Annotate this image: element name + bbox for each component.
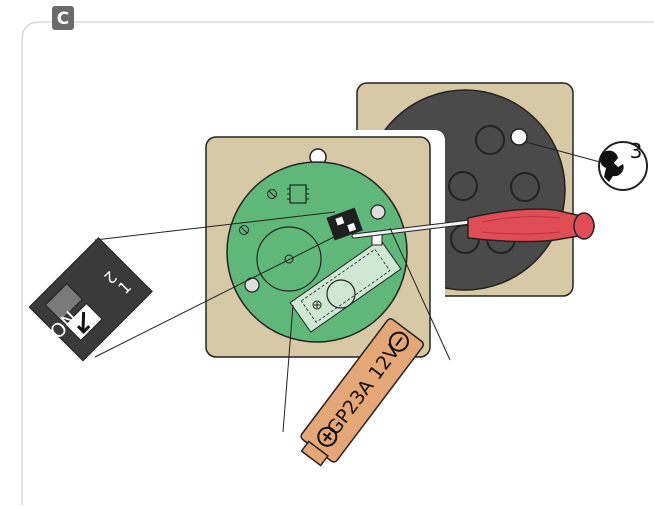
panel-label: C bbox=[57, 9, 69, 29]
frame-corner bbox=[22, 22, 40, 40]
screw-hole bbox=[511, 129, 527, 145]
panel-tag: C bbox=[52, 6, 74, 30]
callout-number: 3 bbox=[630, 139, 643, 163]
dip-switch-detail bbox=[29, 238, 152, 361]
